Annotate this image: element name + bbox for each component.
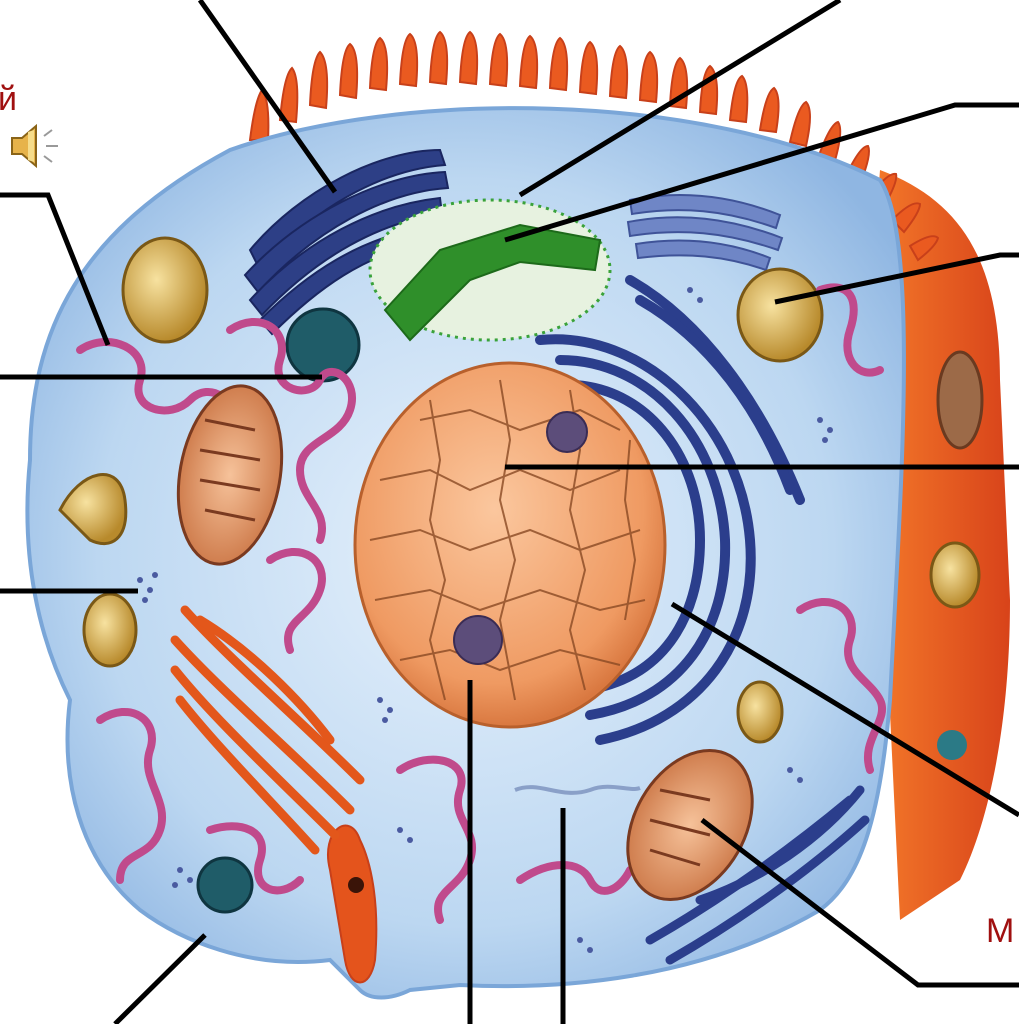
nucleus: [355, 363, 665, 727]
label-fragment-top-left: й: [0, 82, 17, 116]
label-fragment-bottom-right: М: [986, 914, 1014, 948]
speaker-icon[interactable]: [6, 120, 62, 172]
